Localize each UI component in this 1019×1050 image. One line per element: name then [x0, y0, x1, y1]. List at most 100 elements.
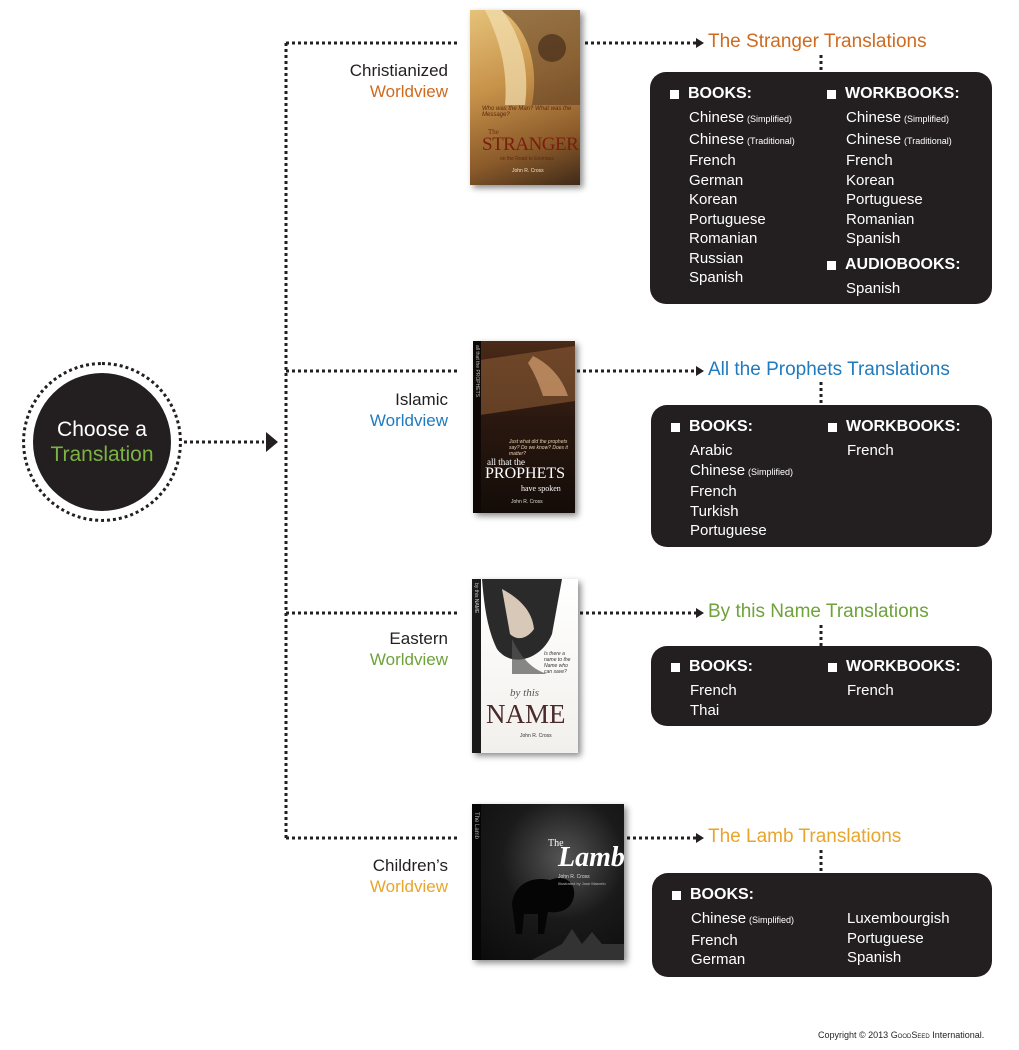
language-item[interactable]: Portuguese — [846, 191, 923, 208]
cover-pre: The — [488, 128, 499, 136]
cover-author: John R. Cross — [511, 499, 543, 505]
section-heading-audiobooks: AUDIOBOOKS: — [827, 255, 961, 275]
worldview-word: Worldview — [369, 82, 448, 101]
language-item[interactable]: Arabic — [690, 442, 733, 459]
language-item[interactable]: Thai — [690, 701, 720, 719]
worldview-label: Children’s — [372, 856, 448, 875]
language-item[interactable]: French — [847, 682, 894, 699]
books-column: BOOKS: Chinese(Simplified) French German — [672, 885, 794, 970]
language-item[interactable]: Chinese(Simplified) — [690, 461, 794, 479]
language-item[interactable]: Russian — [689, 249, 744, 267]
cover-subtitle: Who was the Man? What was the Message? — [482, 106, 572, 118]
section-heading-books: BOOKS: — [671, 657, 753, 677]
language-item[interactable]: Spanish — [846, 279, 901, 297]
language-item[interactable]: French — [690, 483, 737, 500]
worldview-islamic: Islamic Worldview — [308, 389, 448, 431]
language-item[interactable]: Turkish — [690, 502, 739, 520]
cover-spine — [472, 804, 481, 960]
language-item[interactable]: Chinese(Simplified) — [689, 109, 793, 126]
panel-stranger: BOOKS: Chinese(Simplified) Chinese(Tradi… — [650, 72, 992, 304]
language-item[interactable]: French — [847, 442, 894, 459]
workbooks-column: WORKBOOKS: Chinese(Simplified) Chinese(T… — [827, 84, 961, 298]
language-item[interactable]: French — [846, 152, 893, 169]
cover-author: John R. Cross — [520, 733, 552, 739]
cover-art — [512, 877, 624, 960]
books-column: BOOKS: French Thai — [671, 657, 753, 720]
cover-pre: The — [548, 838, 564, 849]
language-item[interactable]: Portuguese — [690, 522, 767, 539]
language-item[interactable]: Chinese(Simplified) — [691, 910, 795, 927]
bullet-square-icon — [827, 260, 836, 270]
language-item[interactable]: Chinese(Traditional) — [689, 130, 795, 148]
books-list-2: Luxembourgish Portuguese Spanish — [828, 909, 950, 968]
worldview-eastern: Eastern Worldview — [308, 628, 448, 670]
title-lamb-translations[interactable]: The Lamb Translations — [708, 826, 902, 847]
language-item[interactable]: Spanish — [689, 269, 744, 286]
workbooks-column: WORKBOOKS: French — [828, 657, 961, 701]
workbooks-list: French — [828, 441, 961, 461]
book-cover-stranger[interactable]: Who was the Man? What was the Message? T… — [470, 10, 580, 185]
cover-spine-text: by this NAME — [473, 583, 479, 614]
title-name-translations[interactable]: By this Name Translations — [708, 601, 929, 622]
hub-circle: Choose a Translation — [33, 373, 171, 511]
language-item[interactable]: French — [689, 152, 736, 169]
books-list: Chinese(Simplified) Chinese(Traditional)… — [670, 108, 795, 288]
language-item[interactable]: Luxembourgish — [847, 910, 950, 927]
workbooks-list: Chinese(Simplified) Chinese(Traditional)… — [827, 108, 961, 249]
language-item[interactable]: Romanian — [689, 230, 758, 247]
cover-spine — [473, 341, 481, 513]
bullet-square-icon — [670, 90, 679, 99]
language-item[interactable]: Chinese(Simplified) — [846, 109, 950, 126]
bullet-square-icon — [828, 663, 837, 672]
language-item[interactable]: German — [691, 951, 746, 968]
language-item[interactable]: Romanian — [846, 210, 915, 228]
cover-subtitle: Just what did the prophets say? Do we kn… — [509, 439, 568, 457]
language-item[interactable]: Korean — [689, 191, 738, 208]
language-item[interactable]: Spanish — [846, 230, 901, 247]
cover-pre: all that the — [487, 457, 525, 467]
language-item[interactable]: French — [691, 931, 738, 949]
bullet-square-icon — [671, 663, 680, 672]
book-cover-prophets[interactable]: Just what did the prophets say? Do we kn… — [473, 341, 575, 513]
language-item[interactable]: Spanish — [847, 949, 902, 966]
audiobooks-list: Spanish — [827, 279, 961, 299]
language-item[interactable]: Portuguese — [847, 929, 924, 947]
books-column: BOOKS: Chinese(Simplified) Chinese(Tradi… — [670, 84, 795, 288]
panel-lamb: BOOKS: Chinese(Simplified) French German… — [652, 873, 992, 977]
cover-art — [482, 579, 562, 674]
section-heading-workbooks: WORKBOOKS: — [828, 417, 961, 437]
worldview-word: Worldview — [369, 877, 448, 896]
worldview-word: Worldview — [369, 650, 448, 669]
language-item[interactable]: French — [690, 682, 737, 699]
hub-arrow — [266, 432, 278, 452]
language-item[interactable]: Chinese(Traditional) — [846, 130, 952, 148]
cover-author: John R. Cross — [512, 168, 544, 174]
language-item[interactable]: German — [689, 171, 744, 189]
section-heading-books: BOOKS: — [672, 885, 794, 905]
section-heading-books: BOOKS: — [671, 417, 793, 437]
book-cover-name[interactable]: by this NAME Is there a name to the Name… — [472, 579, 578, 753]
workbooks-list: French — [828, 681, 961, 701]
cover-name: NAME — [486, 699, 566, 729]
choose-translation-hub[interactable]: Choose a Translation — [22, 362, 182, 522]
cover-illustrated: Illustrated by Jose Marcelo — [558, 881, 606, 886]
book-cover-lamb[interactable]: The Lamb The Lamb John R. Cross Illustra… — [472, 804, 624, 960]
cover-spine — [472, 579, 481, 753]
worldview-christianized: Christianized Worldview — [308, 60, 448, 102]
books-list: Arabic Chinese(Simplified) French Turkis… — [671, 441, 793, 541]
language-item[interactable]: Portuguese — [689, 210, 766, 228]
title-prophets-translations[interactable]: All the Prophets Translations — [708, 359, 950, 380]
panel-name: BOOKS: French Thai WORKBOOKS: French — [651, 646, 992, 726]
cover-name: Lamb — [558, 842, 624, 873]
worldview-label: Eastern — [389, 629, 448, 648]
section-heading-workbooks: WORKBOOKS: — [827, 84, 961, 104]
worldview-label: Islamic — [395, 390, 448, 409]
cover-byline: John R. Cross — [558, 874, 590, 880]
bullet-square-icon — [672, 891, 681, 900]
cover-tagline: have spoken — [521, 484, 561, 493]
copyright-notice: Copyright © 2013 GoodSeed International. — [818, 1030, 985, 1040]
cover-spine-text: The Lamb — [473, 812, 479, 840]
title-stranger-translations[interactable]: The Stranger Translations — [708, 31, 927, 52]
language-item[interactable]: Korean — [846, 171, 895, 189]
